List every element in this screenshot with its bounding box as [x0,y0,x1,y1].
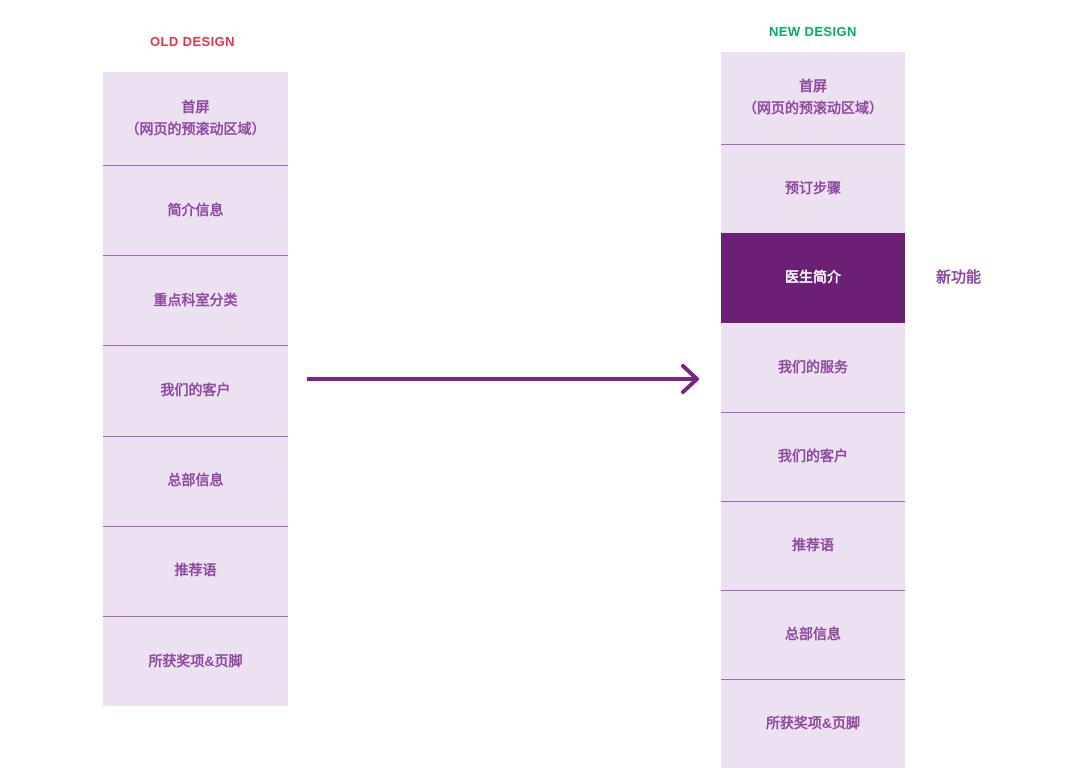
flow-block[interactable]: 我们的客户 [103,345,288,436]
arrow-right-icon [305,364,705,394]
flow-block[interactable]: 首屏 （网页的预滚动区域） [103,72,288,166]
flow-block-label: 重点科室分类 [153,292,238,309]
old-design-column: 首屏 （网页的预滚动区域） 简介信息重点科室分类我们的客户总部信息推荐语所获奖项&… [103,72,288,707]
flow-block-label: 总部信息 [167,472,224,489]
flow-block[interactable]: 我们的客户 [721,411,905,501]
flow-block-label: 我们的客户 [778,447,848,464]
flow-block[interactable]: 所获奖项&页脚 [721,678,905,768]
flow-block-label: 所获奖项&页脚 [765,715,861,732]
flow-block[interactable]: 简介信息 [103,165,288,256]
flow-block-label: 总部信息 [785,625,841,642]
old-design-heading: OLD DESIGN [150,34,235,49]
flow-block[interactable]: 所获奖项&页脚 [103,615,288,707]
flow-block[interactable]: 预订步骤 [721,144,905,234]
flow-block-label: 所获奖项&页脚 [148,652,243,669]
new-design-heading: NEW DESIGN [769,24,857,39]
flow-block[interactable]: 总部信息 [103,435,288,526]
flow-block-label: 我们的服务 [778,358,848,375]
flow-block-label: 预订步骤 [785,180,841,197]
flow-block-label: 简介信息 [167,201,224,218]
flow-block[interactable]: 总部信息 [721,589,905,679]
flow-block-label: 我们的客户 [160,382,231,399]
flow-block-label: 推荐语 [792,536,834,553]
flow-block[interactable]: 我们的服务 [721,322,905,412]
flow-block-label: 首屏 （网页的预滚动区域） [743,78,883,117]
flow-block[interactable]: 首屏 （网页的预滚动区域） [721,52,905,145]
new-design-column: 首屏 （网页的预滚动区域） 预订步骤医生简介我们的服务我们的客户推荐语总部信息所获… [721,52,905,768]
flow-block-label: 医生简介 [785,269,841,286]
flow-block[interactable]: 推荐语 [103,525,288,616]
flow-block[interactable]: 医生简介 [721,233,905,323]
new-feature-callout: 新功能 [936,269,982,286]
flow-block[interactable]: 推荐语 [721,500,905,590]
flow-block[interactable]: 重点科室分类 [103,255,288,346]
flow-block-label: 首屏 （网页的预滚动区域） [125,98,266,137]
flow-block-label: 推荐语 [174,562,217,579]
